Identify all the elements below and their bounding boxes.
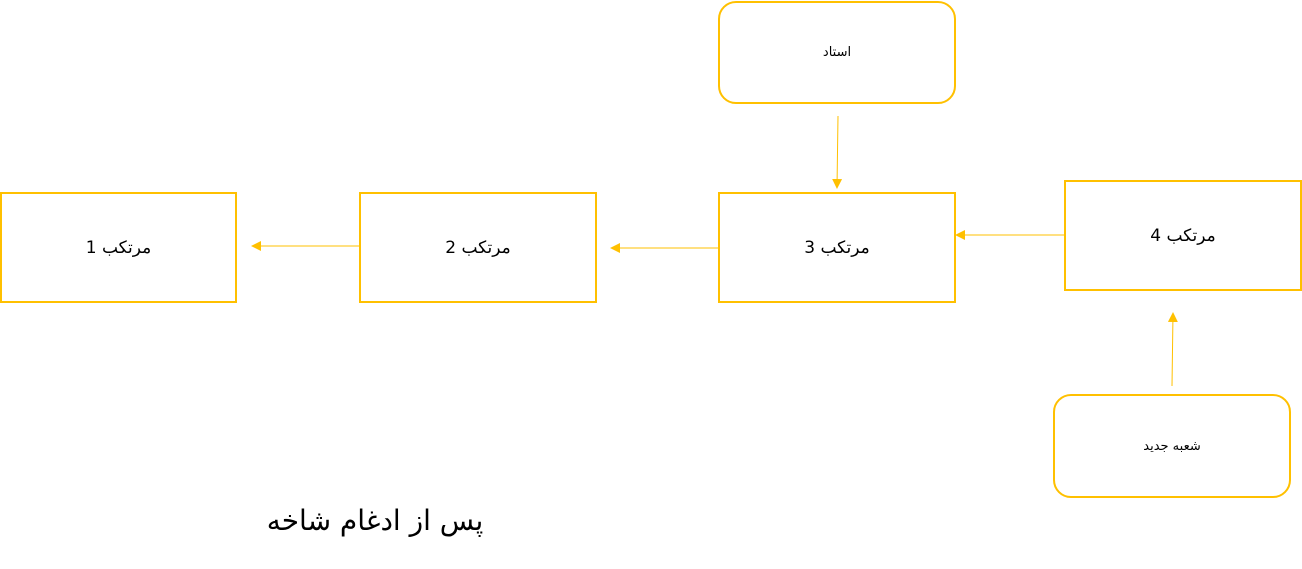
commit-1-node[interactable]: مرتکب 1 xyxy=(0,192,237,303)
new-branch-node[interactable]: شعبه جدید xyxy=(1053,394,1291,498)
diagram-caption: پس از ادغام شاخه xyxy=(266,504,484,537)
commit-2-label: مرتکب 2 xyxy=(445,237,511,258)
commit-4-label: مرتکب 4 xyxy=(1150,225,1216,246)
commit-2-node[interactable]: مرتکب 2 xyxy=(359,192,597,303)
ostad-node[interactable]: استاد xyxy=(718,1,956,104)
commit-1-label: مرتکب 1 xyxy=(85,237,152,258)
ostad-label: استاد xyxy=(822,45,852,60)
commit-3-label: مرتکب 3 xyxy=(804,237,870,258)
arrow-ostad-to-m3 xyxy=(832,115,843,189)
arrow-branch-to-m4 xyxy=(1167,312,1178,387)
commit-4-node[interactable]: مرتکب 4 xyxy=(1064,180,1302,291)
new-branch-label: شعبه جدید xyxy=(1143,438,1201,454)
commit-3-node[interactable]: مرتکب 3 xyxy=(718,192,956,303)
